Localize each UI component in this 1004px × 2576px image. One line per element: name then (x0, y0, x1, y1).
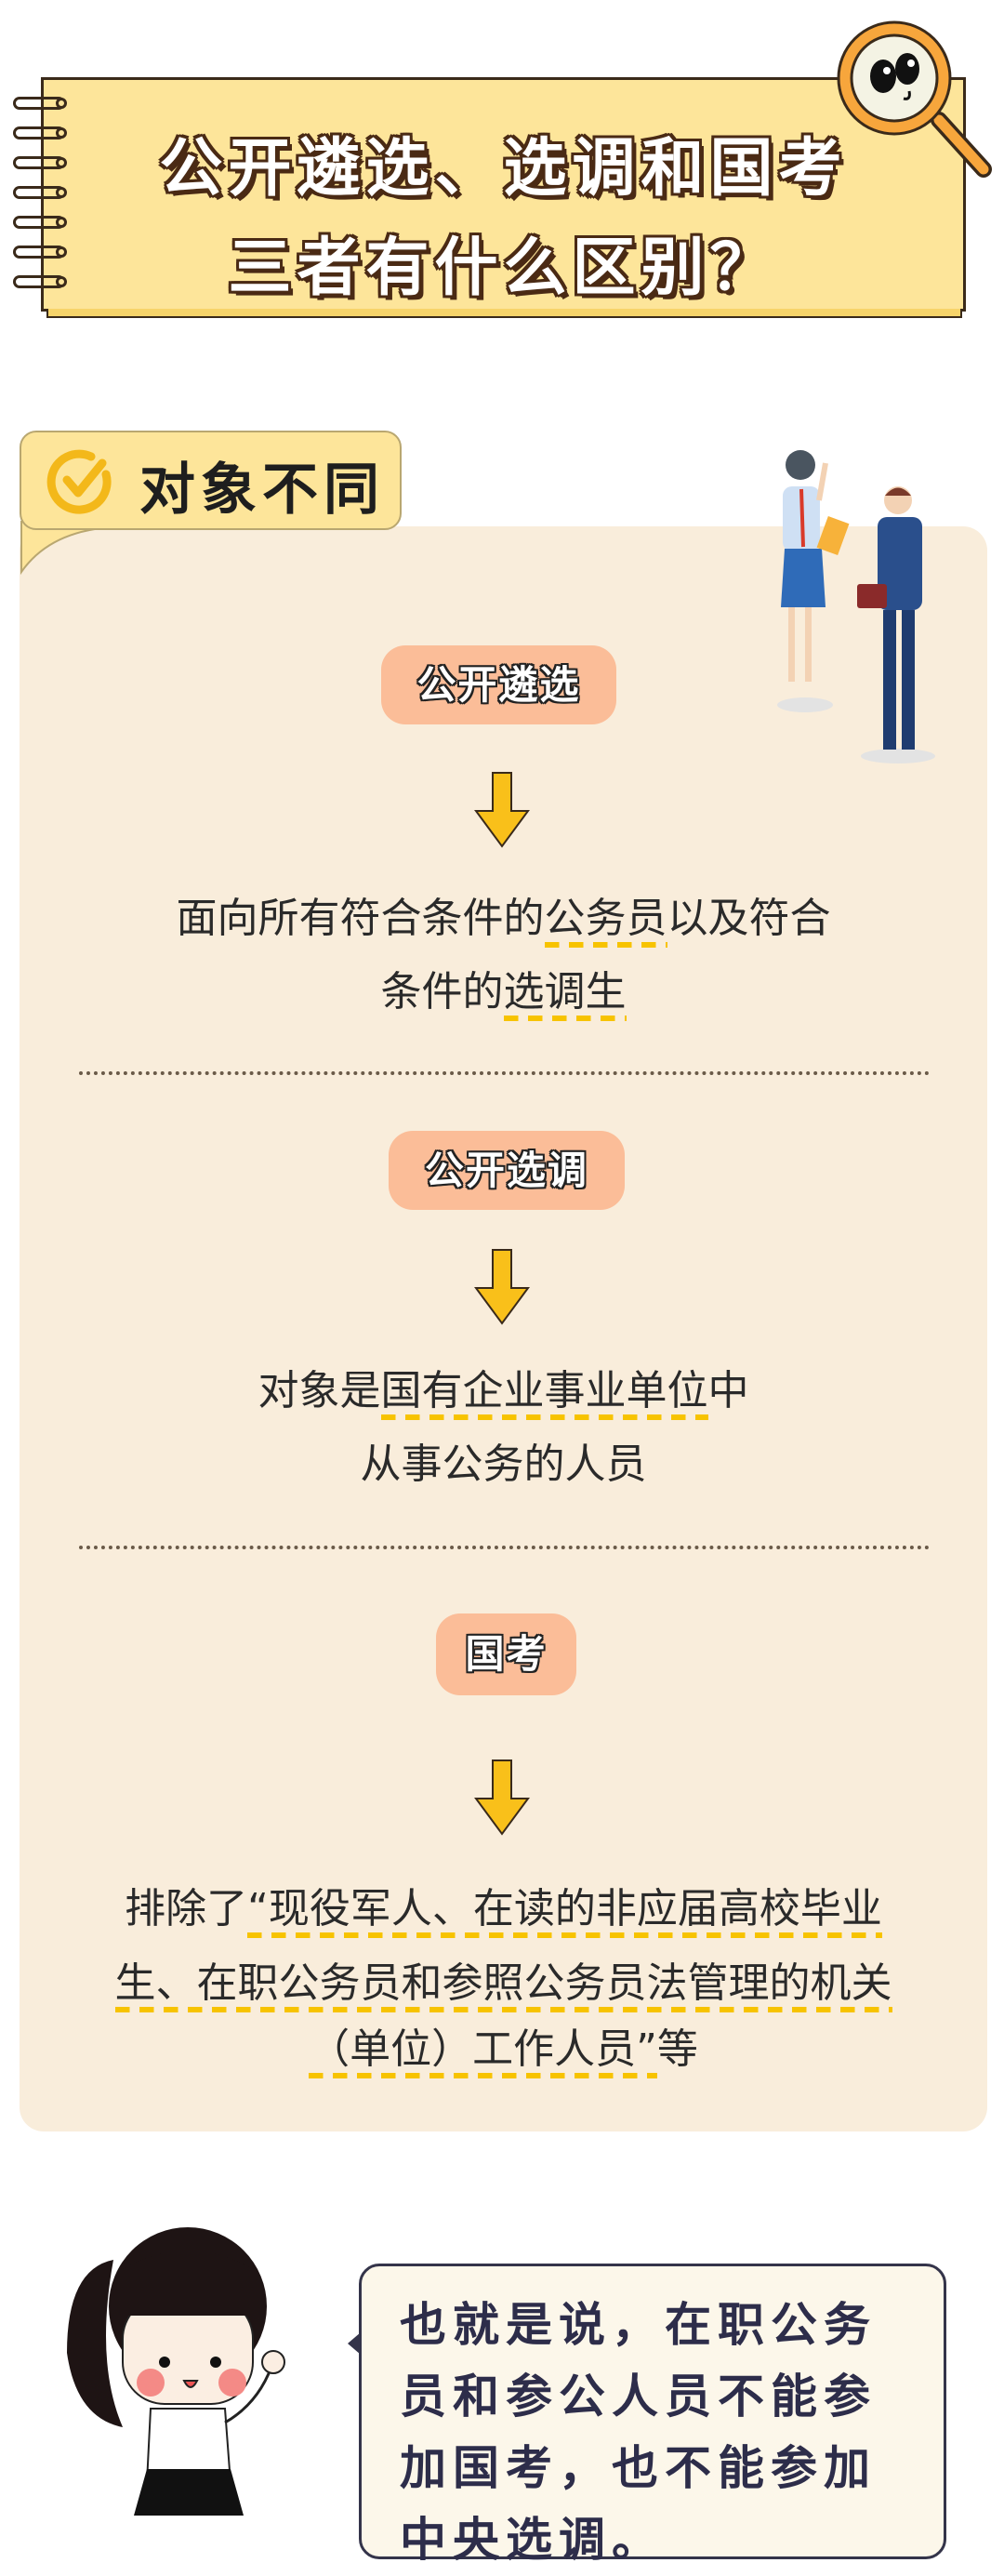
dotted-divider (79, 1071, 930, 1075)
item-2-line-2: 从事公务的人员 (20, 1437, 987, 1493)
text: 从事公务的人员 (360, 1441, 647, 1488)
girl-character-illustration (67, 2227, 285, 2516)
highlighted-text: 公务员 (544, 895, 667, 948)
item-1-line-2: 条件的选调生 (20, 964, 987, 1021)
text: 以及符合 (667, 895, 831, 942)
item-3-line-1: 排除了“现役军人、在读的非应届高校毕业 (20, 1881, 987, 1938)
item-3-line-2: 生、在职公务员和参照公务员法管理的机关 (20, 1956, 987, 2012)
highlighted-text: 生、在职公务员和参照公务员法管理的机关 (114, 1959, 892, 2012)
arrow-down-icon (474, 1759, 530, 1836)
business-people-illustration (777, 450, 935, 764)
check-circle-icon (46, 449, 112, 514)
text: 条件的 (380, 968, 504, 1016)
pill-national-exam: 国考 (436, 1613, 576, 1695)
speech-bubble (359, 2264, 946, 2559)
speech-bubble-tail (348, 2332, 361, 2355)
item-3-line-3: （单位）工作人员”等 (20, 2022, 987, 2078)
arrow-down-icon (474, 772, 530, 848)
title-banner (41, 77, 966, 312)
arrow-down-icon (474, 1249, 530, 1325)
item-1-line-1: 面向所有符合条件的公务员以及符合 (20, 891, 987, 948)
title-banner-base (46, 309, 962, 318)
text: 等 (656, 2025, 698, 2073)
dotted-divider (79, 1546, 930, 1549)
pill-public-selection: 公开遴选 (381, 645, 616, 724)
text: 排除了 (125, 1885, 248, 1932)
section-tag-label: 对象不同 (139, 458, 385, 523)
pill-public-transfer: 公开选调 (389, 1131, 625, 1210)
speech-bubble-text: 也就是说，在职公务员和参公人员不能参加国考，也不能参加中央选调。 (400, 2298, 877, 2567)
item-2-line-1: 对象是国有企业事业单位中 (20, 1363, 987, 1420)
page-title-line-2: 三者有什么区别？ (228, 232, 779, 305)
highlighted-text: 国有企业事业单位 (380, 1367, 708, 1420)
magnifier-icon (837, 20, 992, 178)
highlighted-text: “现役军人、在读的非应届高校毕业 (247, 1885, 882, 1938)
text: 对象是 (258, 1367, 381, 1414)
highlighted-text: （单位）工作人员” (309, 2025, 657, 2078)
highlighted-text: 选调生 (503, 968, 627, 1021)
text: 中 (707, 1367, 749, 1414)
text: 面向所有符合条件的 (176, 895, 545, 942)
page-title-line-1: 公开遴选、选调和国考 (159, 132, 848, 206)
